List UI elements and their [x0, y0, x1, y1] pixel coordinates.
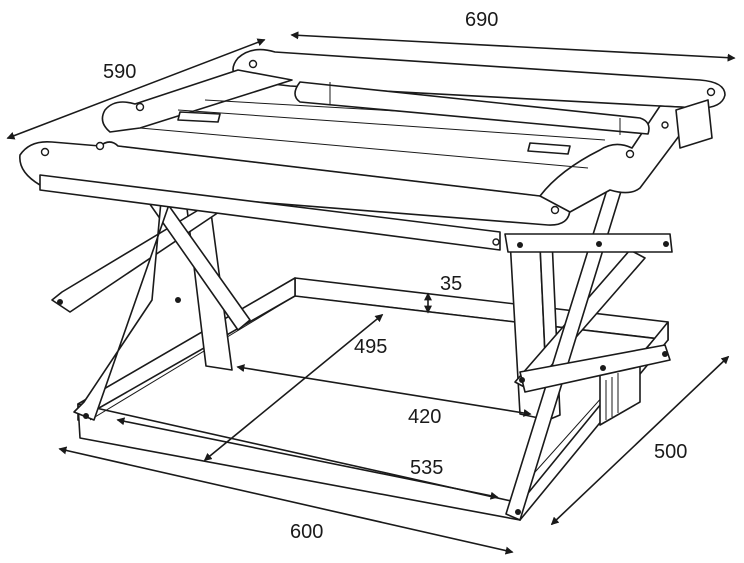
top-frame — [19, 48, 726, 253]
dim-label-500: 500 — [654, 441, 687, 463]
dim-arrow-590 — [6, 38, 266, 140]
dim-label-495: 495 — [354, 336, 387, 358]
dimension-labels: 690 590 35 495 420 535 600 500 — [103, 9, 687, 543]
dim-arrow-600 — [58, 446, 514, 555]
dim-label-535: 535 — [410, 457, 443, 479]
dimension-lines — [6, 31, 736, 555]
dim-arrow-420 — [236, 364, 532, 417]
dim-label-600: 600 — [290, 521, 323, 543]
dim-arrow-500 — [550, 355, 730, 526]
dim-arrow-690 — [290, 31, 736, 62]
dim-label-35: 35 — [440, 273, 462, 295]
dim-label-420: 420 — [408, 406, 441, 428]
dim-label-590: 590 — [103, 61, 136, 83]
dim-label-690: 690 — [465, 9, 498, 31]
